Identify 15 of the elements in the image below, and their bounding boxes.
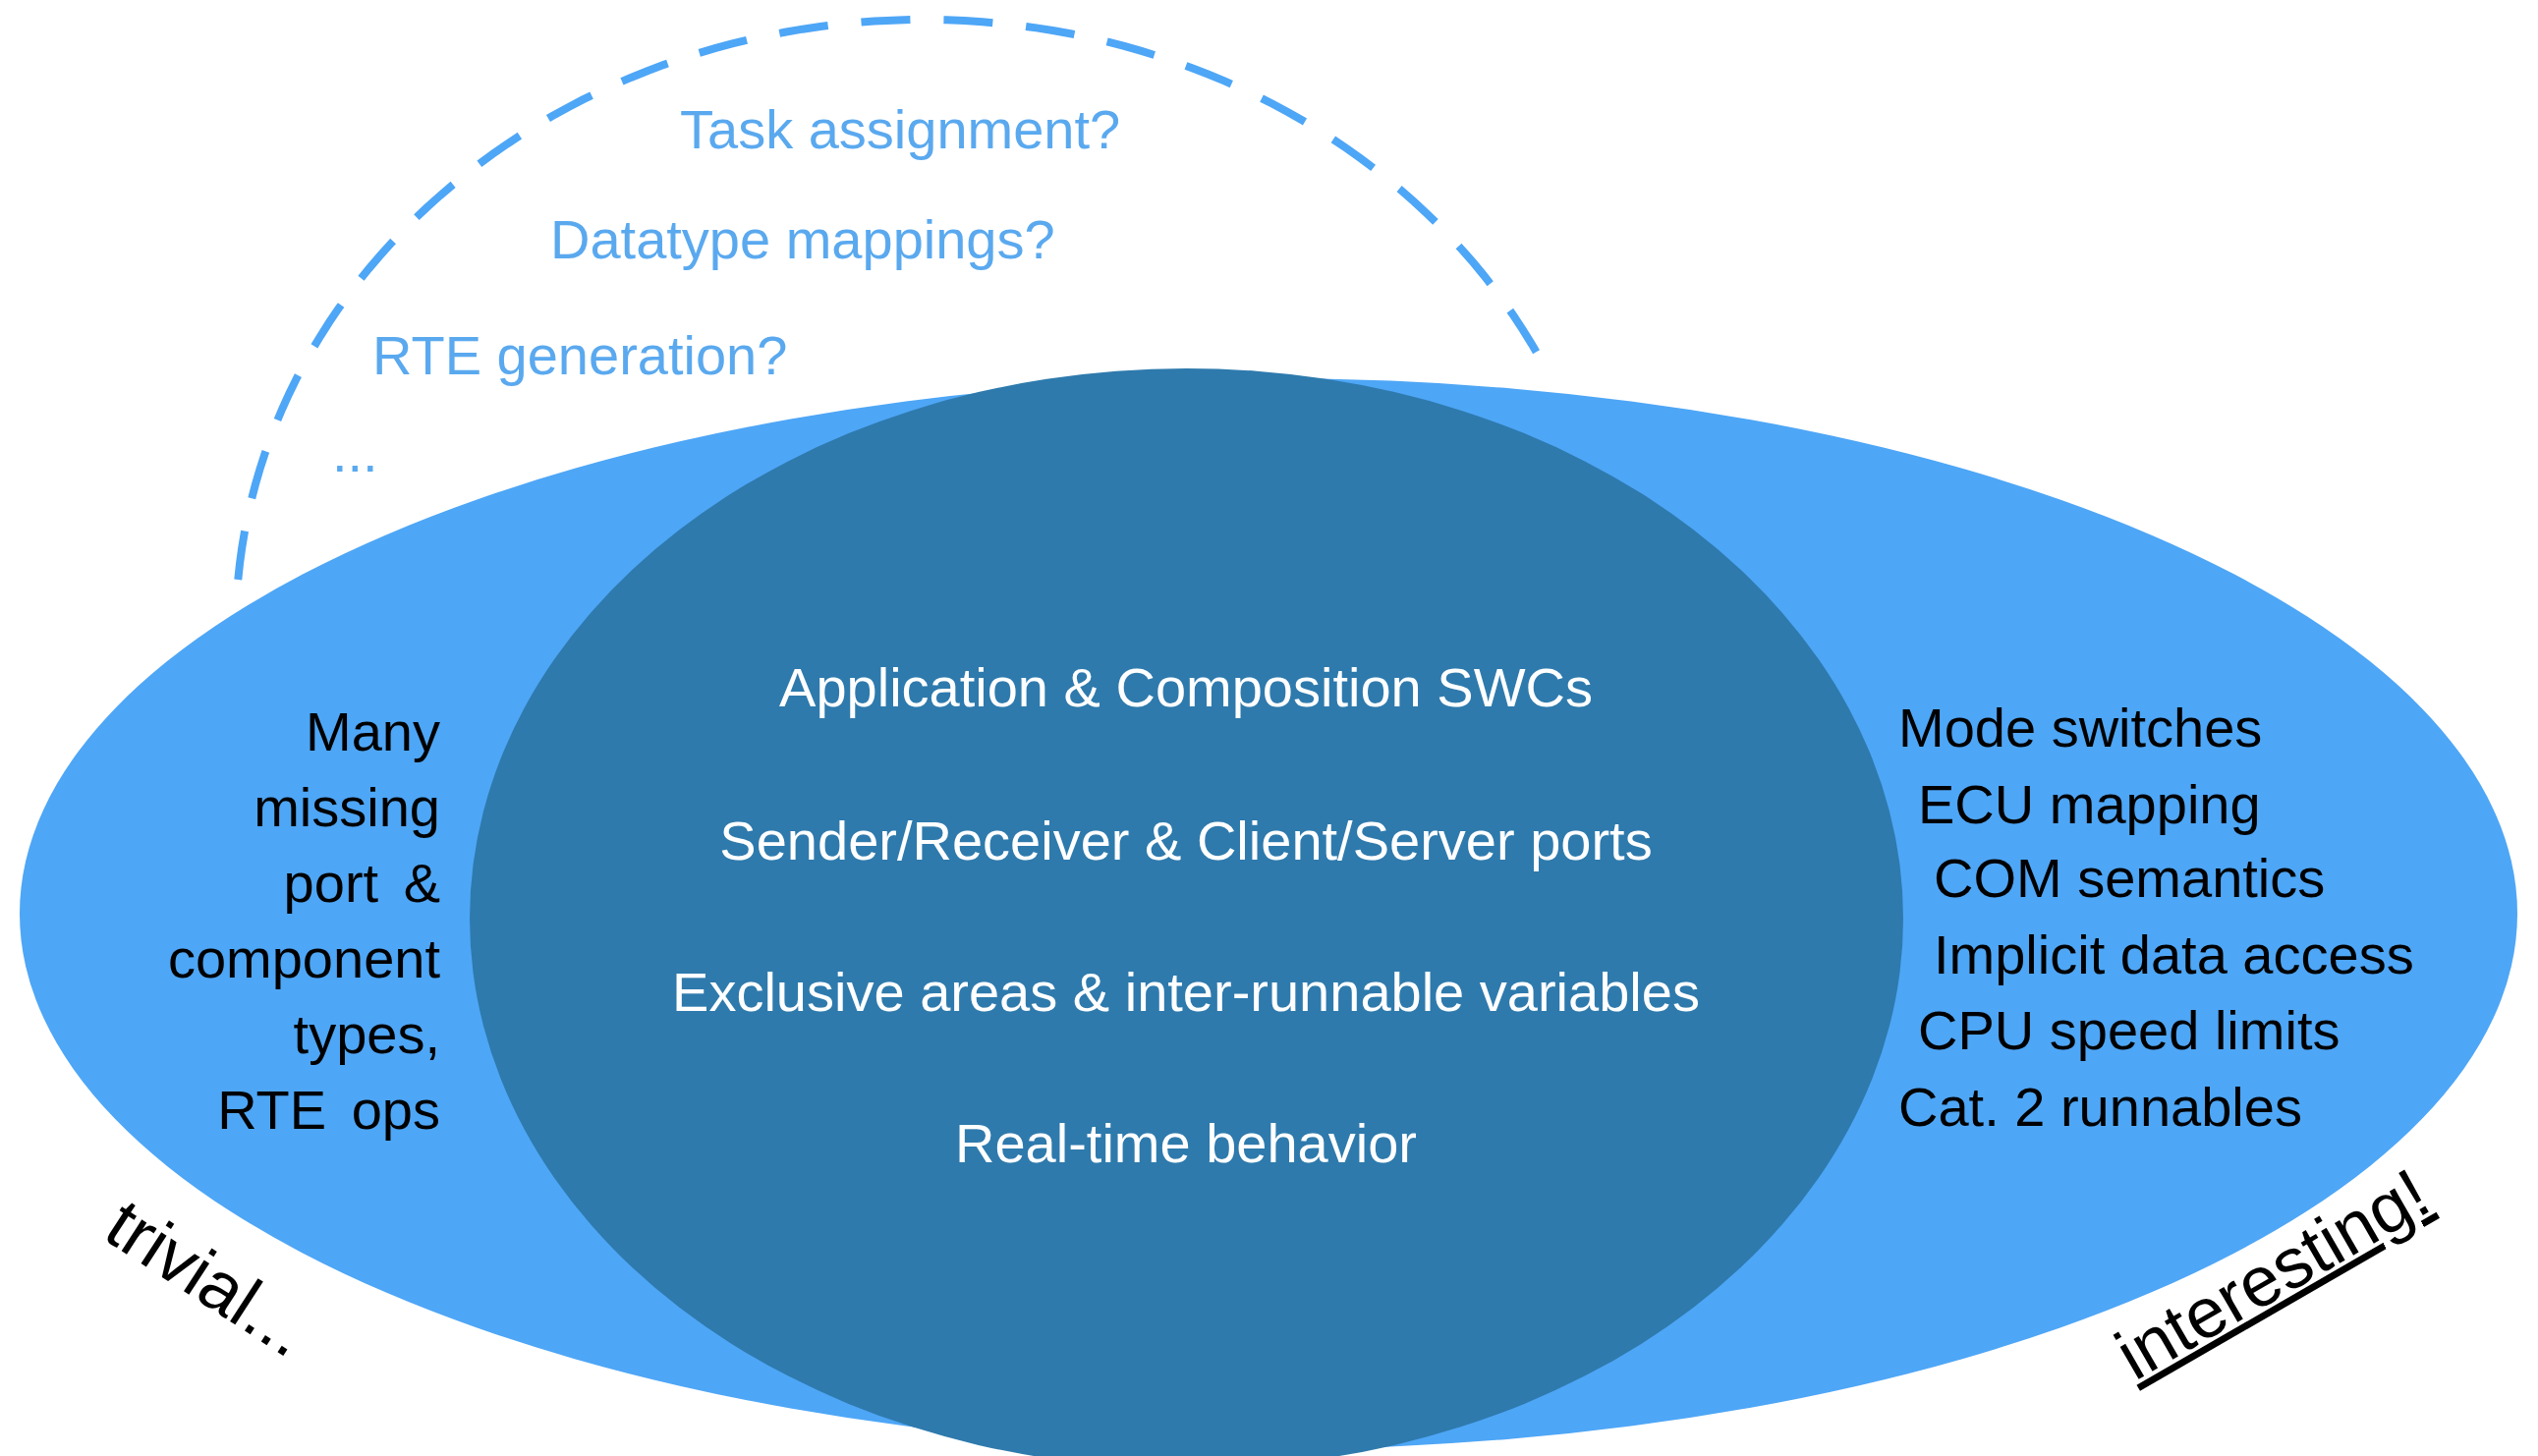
feature-text: ECU mapping — [1918, 772, 2261, 837]
question-text: RTE generation? — [372, 323, 788, 388]
feature-text: Cat. 2 runnables — [1898, 1075, 2302, 1140]
feature-text: CPU speed limits — [1918, 998, 2341, 1063]
feature-text: Sender/Receiver & Client/Server ports — [719, 809, 1653, 873]
ellipsis-text: ... — [332, 420, 378, 485]
feature-text: Exclusive areas & inter-runnable variables — [672, 960, 1700, 1025]
feature-text: Application & Composition SWCs — [779, 655, 1593, 720]
question-text: Task assignment? — [680, 97, 1121, 162]
feature-text: Mode switches — [1898, 696, 2263, 760]
note-text: Many missing port & component types, RTE ops — [166, 700, 440, 1143]
question-text: Datatype mappings? — [550, 207, 1055, 272]
feature-text: COM semantics — [1934, 846, 2326, 911]
feature-text: Implicit data access — [1934, 923, 2414, 987]
feature-text: Real-time behavior — [955, 1111, 1417, 1176]
